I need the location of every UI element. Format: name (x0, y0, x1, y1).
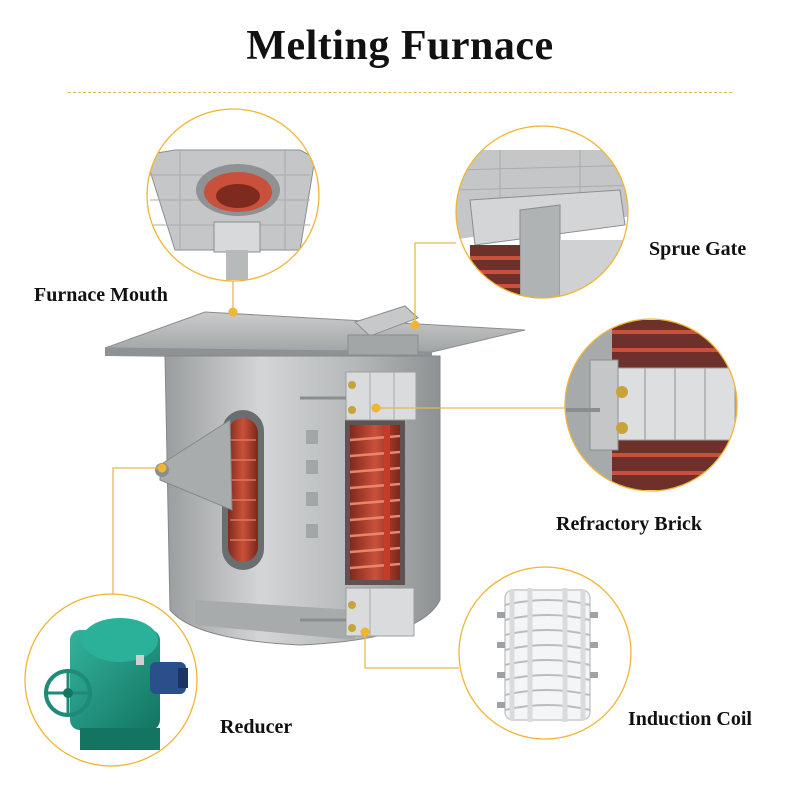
label-furnace-mouth: Furnace Mouth (34, 284, 168, 306)
label-reducer: Reducer (220, 716, 293, 738)
leader-lines (112, 242, 565, 669)
callout-furnace-mouth (146, 108, 320, 282)
furnace-body (104, 305, 526, 646)
leader-line-coil (364, 632, 459, 669)
callout-reducer (24, 593, 198, 767)
label-induction-coil: Induction Coil (628, 708, 752, 730)
leader-dots (157, 307, 420, 637)
leader-line-reducer (112, 467, 162, 594)
label-sprue-gate: Sprue Gate (649, 238, 747, 260)
callout-sprue-gate (455, 125, 629, 299)
callout-refractory-brick (564, 318, 738, 492)
leader-line-sprue (414, 242, 456, 325)
callout-induction-coil (458, 566, 632, 740)
label-refractory-brick: Refractory Brick (556, 513, 703, 535)
title-divider (68, 92, 732, 93)
page-title: Melting Furnace (246, 23, 554, 69)
